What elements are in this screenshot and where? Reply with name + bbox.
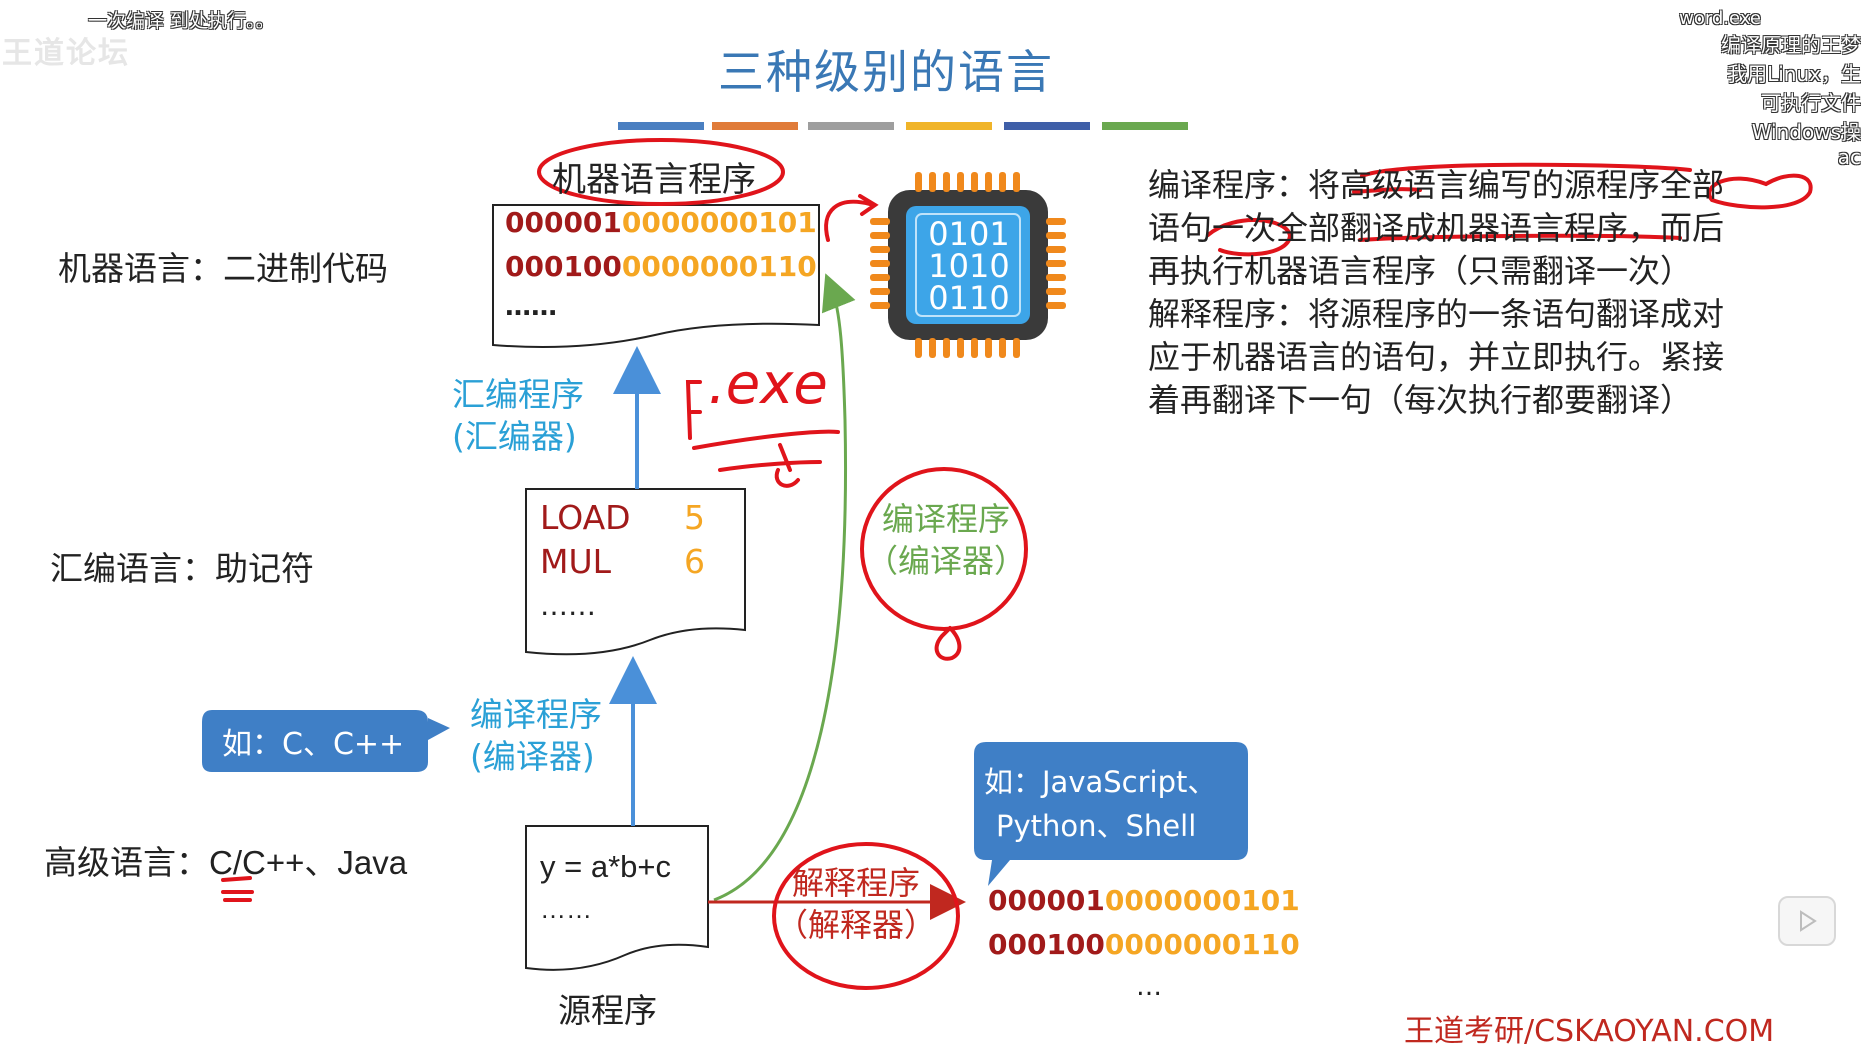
interpreter-label-line: （解释器） xyxy=(776,906,937,944)
danmaku-comment: 可执行文件 xyxy=(1761,91,1861,115)
asm-line: LOAD 5 xyxy=(540,496,705,540)
chip-line: 1010 xyxy=(928,247,1010,285)
danmaku-comment: 我用Linux，生 xyxy=(1727,62,1861,86)
colorbar-segment xyxy=(906,122,992,130)
explanation-text: 编译程序：将高级语言编写的源程序全部 语句一次全部翻译成机器语言程序，而后 再执… xyxy=(1148,164,1724,422)
asm-opcode: LOAD xyxy=(540,498,631,537)
handwritten-annotations xyxy=(221,138,1813,990)
binary-operand: 0000000110 xyxy=(1104,928,1300,961)
source-document xyxy=(525,825,709,971)
level-high-prefix: 高级语言： xyxy=(44,843,209,882)
colorbar-segment xyxy=(618,122,704,130)
binary-opcode: 000100 xyxy=(505,250,622,283)
asm-opcode: MUL xyxy=(540,542,612,581)
source-code-ellipsis: …… xyxy=(540,894,592,924)
chip-line: 0110 xyxy=(928,279,1010,317)
level-assembly-label: 汇编语言：助记符 xyxy=(50,549,314,588)
binary-opcode: 000001 xyxy=(505,206,622,239)
interpreter-label: 解释程序 （解释器） xyxy=(776,862,936,946)
explanation-line: 解释程序：将源程序的一条语句翻译成对 xyxy=(1148,295,1725,333)
callout-script-bubble xyxy=(974,742,1248,886)
play-icon xyxy=(1800,910,1817,932)
asm-ellipsis: …… xyxy=(540,589,596,622)
assembly-code: LOAD 5 MUL 6 …… xyxy=(540,496,705,628)
level-high-label: 高级语言：C/C++、Java xyxy=(44,836,407,884)
explanation-line: 着再翻译下一句（每次执行都要翻译） xyxy=(1148,381,1693,419)
exe-annotation: .exe xyxy=(708,352,828,417)
compiler-label-green: 编译程序 （编译器） xyxy=(866,498,1026,582)
danmaku-comment: word.exe xyxy=(1679,8,1761,29)
colorbar-segment xyxy=(712,122,798,130)
output-code-ellipsis: … xyxy=(1136,972,1162,1002)
assembler-label-line: 汇编程序 xyxy=(452,375,584,414)
callout-c-text: 如：C、C++ xyxy=(222,727,405,762)
compiler-label-line: 编译程序 xyxy=(470,695,602,734)
danmaku-comment: Windows操 xyxy=(1751,120,1861,144)
callout-c-bubble xyxy=(202,710,450,772)
binary-opcode: 000001 xyxy=(988,884,1105,917)
assembler-label: 汇编程序 (汇编器) xyxy=(452,374,584,458)
callout-script-line: 如：JavaScript、 xyxy=(984,765,1217,799)
level-high-examples: C/C++、Java xyxy=(209,844,408,881)
output-code-line-1: 0000010000000101 xyxy=(988,884,1300,917)
machine-code-line-1: 0000010000000101 xyxy=(505,206,817,239)
watermark-logo: 王道论坛 xyxy=(2,36,130,71)
output-code-line-2: 0001000000000110 xyxy=(988,928,1300,961)
level-machine-label: 机器语言：二进制代码 xyxy=(58,249,388,288)
compiler-label-line: 编译程序 xyxy=(882,500,1011,538)
asm-operand: 6 xyxy=(684,542,705,581)
source-code-line: y = a*b+c xyxy=(540,849,671,884)
danmaku-comment: ac xyxy=(1837,145,1861,169)
chip-line: 0101 xyxy=(928,215,1010,253)
slide-title: 三种级别的语言 xyxy=(718,45,1054,99)
colorbar-segment xyxy=(808,122,894,130)
machine-program-label: 机器语言程序 xyxy=(552,160,756,200)
danmaku-right-list: word.exe 编译原理的王梦 我用Linux，生 可执行文件 Windows… xyxy=(1679,8,1861,169)
chip-binary-text: 0101 1010 0110 xyxy=(924,218,1014,314)
explanation-line: 编译程序：将高级语言编写的源程序全部 xyxy=(1148,166,1725,204)
explanation-line: 语句一次全部翻译成机器语言程序，而后 xyxy=(1148,209,1725,247)
machine-code-line-2: 0001000000000110 xyxy=(505,250,817,283)
arrow-compile-direct xyxy=(713,273,856,902)
asm-line: MUL 6 xyxy=(540,540,705,584)
machine-code-ellipsis: …… xyxy=(505,292,557,322)
asm-operand: 5 xyxy=(684,498,705,537)
explanation-line: 应于机器语言的语句，并立即执行。紧接 xyxy=(1148,338,1725,376)
explanation-line: 再执行机器语言程序（只需翻译一次） xyxy=(1148,252,1693,290)
assembly-document xyxy=(525,488,746,656)
compiler-label-line: （编译器） xyxy=(866,542,1027,580)
assembler-label-line: (汇编器) xyxy=(452,417,577,456)
compiler-label-blue: 编译程序 (编译器) xyxy=(470,694,602,778)
binary-operand: 0000000110 xyxy=(621,250,817,283)
danmaku-comment: 编译原理的王梦 xyxy=(1721,33,1861,57)
footer-watermark: 王道考研/CSKAOYAN.COM xyxy=(1404,1014,1775,1049)
colorbar-segment xyxy=(1102,122,1188,130)
binary-opcode: 000100 xyxy=(988,928,1105,961)
colorbar-segment xyxy=(1004,122,1090,130)
cpu-chip-icon xyxy=(870,172,1066,358)
binary-operand: 0000000101 xyxy=(621,206,817,239)
source-code: y = a*b+c …… xyxy=(540,846,671,930)
source-program-label: 源程序 xyxy=(558,991,657,1030)
interpreter-label-line: 解释程序 xyxy=(792,864,921,902)
callout-script-text: 如：JavaScript、 Python、Shell xyxy=(984,760,1216,848)
play-button[interactable] xyxy=(1778,896,1836,946)
diagram-graphics xyxy=(202,138,1813,990)
compiler-label-line: (编译器) xyxy=(470,737,595,776)
machine-code-document xyxy=(492,204,820,349)
danmaku-comment: 一次编译 到处执行。。 xyxy=(88,10,275,32)
callout-script-line: Python、Shell xyxy=(996,809,1197,843)
binary-operand: 0000000101 xyxy=(1104,884,1300,917)
